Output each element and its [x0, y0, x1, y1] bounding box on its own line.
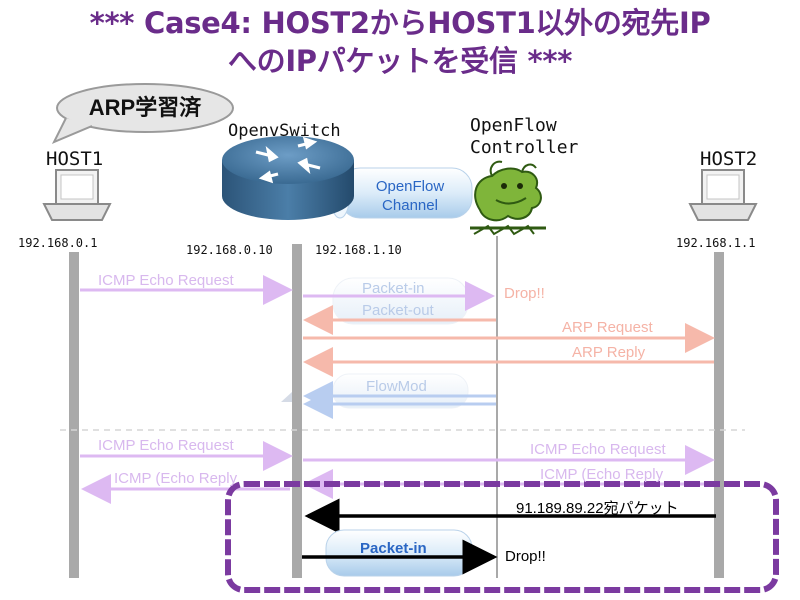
msg-icmp-request-1: ICMP Echo Request [98, 272, 234, 289]
openflow-channel-label: OpenFlow Channel [350, 177, 470, 215]
msg-icmp-request-2-left: ICMP Echo Request [98, 437, 234, 454]
host1-label: HOST1 [46, 148, 104, 170]
controller-label-line2: Controller [470, 137, 579, 158]
msg-icmp-reply-left: ICMP (Echo Reply [114, 470, 238, 487]
callout-bubble [51, 83, 234, 144]
msg-packet-in-faded: Packet-in [362, 280, 425, 297]
msg-packet-destination: 91.189.89.22宛パケット [516, 500, 679, 517]
msg-drop: Drop!! [505, 548, 546, 565]
slide-title-line1: *** Case4: HOST2からHOST1以外の宛先IP [89, 6, 711, 40]
controller-label-line1: OpenFlow [470, 115, 557, 136]
highlight-box [225, 481, 779, 593]
controller-dragon-icon [470, 160, 546, 236]
msg-drop-faded: Drop!! [504, 285, 545, 302]
callout: ARP学習済 [58, 86, 232, 130]
msg-packet-in: Packet-in [360, 540, 427, 557]
callout-text: ARP学習済 [88, 95, 202, 120]
slide-title-line2: へのIPパケットを受信 *** [227, 44, 573, 78]
channel-label-line2: Channel [382, 197, 438, 214]
switch-router-icon [222, 136, 354, 220]
switch-ip-left: 192.168.0.10 [186, 243, 273, 257]
host2-label: HOST2 [700, 148, 758, 170]
msg-icmp-reply-right: ICMP (Echo Reply [540, 466, 664, 483]
msg-icmp-request-2-right: ICMP Echo Request [530, 441, 666, 458]
flow-table-marker [281, 392, 292, 402]
switch-ip-right: 192.168.1.10 [315, 243, 402, 257]
host1-laptop-icon [42, 169, 112, 221]
switch-lifeline [292, 244, 302, 578]
msg-flowmod: FlowMod [366, 378, 427, 395]
msg-arp-reply: ARP Reply [572, 344, 646, 361]
msg-packet-out-faded: Packet-out [362, 302, 434, 319]
host2-laptop-icon [688, 169, 758, 221]
host2-ip: 192.168.1.1 [676, 236, 756, 250]
host1-ip: 192.168.0.1 [18, 236, 98, 250]
host2-lifeline [714, 252, 724, 578]
host1-lifeline [69, 252, 79, 578]
msg-arp-request: ARP Request [562, 319, 653, 336]
flowmod-pill-faded [332, 373, 469, 409]
switch-label: OpenvSwitch [228, 121, 341, 141]
channel-label-line1: OpenFlow [375, 178, 445, 195]
